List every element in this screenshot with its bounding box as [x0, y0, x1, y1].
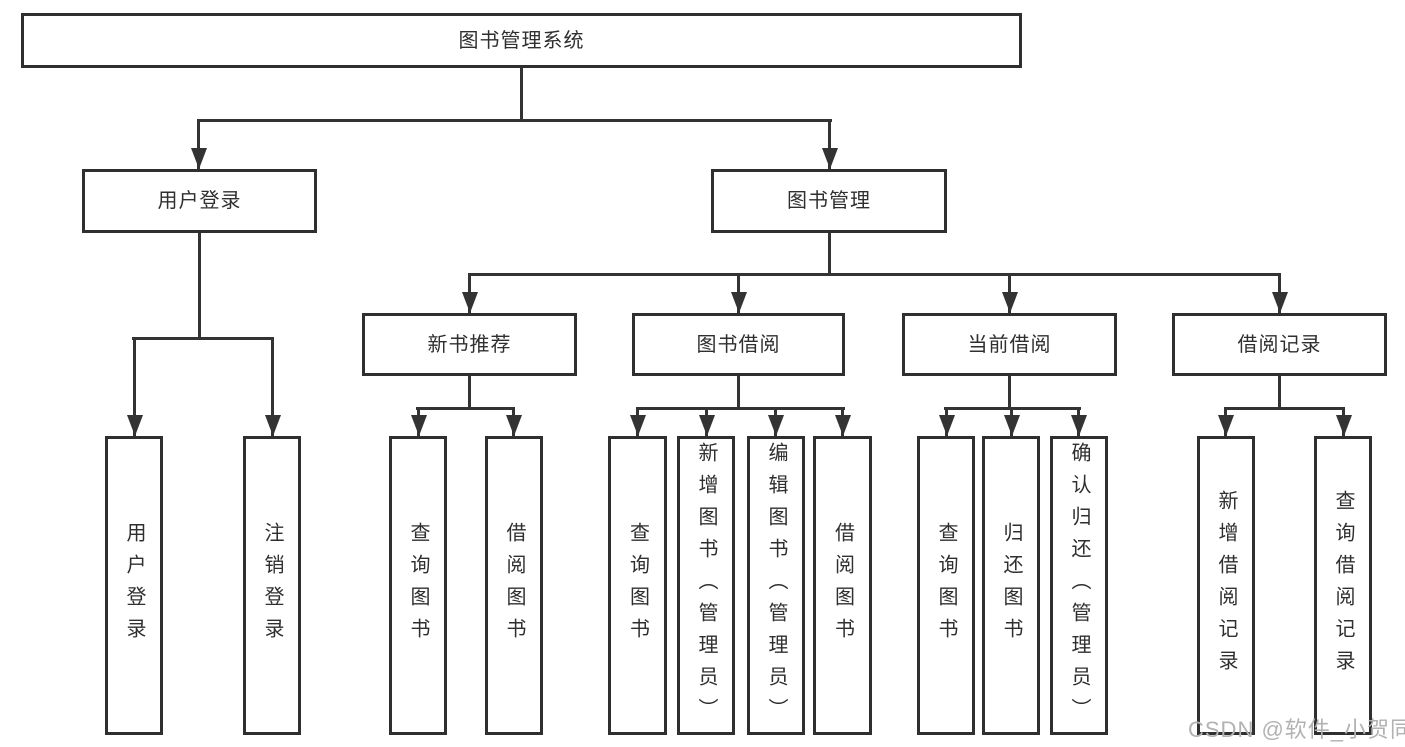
connector-arrow-recommend-query — [417, 407, 420, 436]
connector-arrow-current-borrow — [1008, 273, 1011, 313]
connector-level1-hline — [197, 119, 832, 122]
leaf-recommend-borrow-books: 借阅图书 — [485, 436, 543, 735]
csdn-watermark: CSDN @软件_小贺同学 — [1188, 717, 1405, 742]
leaf-borrow-query-books-label: 查询图书 — [626, 521, 649, 650]
node-current-borrow-label: 当前借阅 — [967, 333, 1052, 356]
node-user-login: 用户登录 — [82, 169, 317, 233]
leaf-user-login-label: 用户登录 — [123, 521, 145, 650]
connector-arrow-current-confirm — [1077, 407, 1080, 436]
node-book-borrow-label: 图书借阅 — [696, 333, 781, 356]
node-current-borrow: 当前借阅 — [902, 313, 1117, 376]
connector-records-hline — [1224, 407, 1345, 410]
connector-arrow-borrow-edit — [774, 407, 777, 436]
connector-arrow-borrow-borrow — [841, 407, 844, 436]
node-root-label: 图书管理系统 — [458, 29, 585, 52]
leaf-borrow-borrow-books: 借阅图书 — [813, 436, 872, 735]
leaf-borrow-borrow-books-label: 借阅图书 — [831, 521, 854, 650]
leaf-user-login: 用户登录 — [105, 436, 163, 735]
leaf-current-confirm-return-admin-label: 确认归还（管理员） — [1068, 441, 1090, 730]
leaf-recommend-query-books: 查询图书 — [389, 436, 447, 735]
connector-recommend-stub — [468, 376, 471, 407]
leaf-borrow-edit-books-admin-label: 编辑图书（管理员） — [765, 441, 787, 730]
node-borrow-records: 借阅记录 — [1172, 313, 1387, 376]
leaf-recommend-query-books-label: 查询图书 — [407, 521, 429, 650]
connector-arrow-current-query — [945, 407, 948, 436]
connector-records-stub — [1278, 376, 1281, 407]
node-book-borrow: 图书借阅 — [632, 313, 845, 376]
connector-arrow-records-add — [1224, 407, 1227, 436]
connector-recommend-hline — [416, 407, 515, 410]
leaf-current-query-books-label: 查询图书 — [935, 521, 957, 650]
connector-arrow-recommend-borrow — [512, 407, 515, 436]
connector-arrow-records-query — [1342, 407, 1345, 436]
connector-book-management-stub — [828, 233, 831, 273]
leaf-records-query-record: 查询借阅记录 — [1314, 436, 1372, 735]
node-new-book-recommend-label: 新书推荐 — [427, 333, 512, 356]
leaf-current-query-books: 查询图书 — [917, 436, 975, 735]
connector-arrow-leaf-user-login — [133, 337, 136, 436]
connector-arrow-book-management — [828, 119, 831, 169]
leaf-logout: 注销登录 — [243, 436, 301, 735]
leaf-records-query-record-label: 查询借阅记录 — [1332, 489, 1354, 682]
node-borrow-records-label: 借阅记录 — [1237, 333, 1322, 356]
connector-borrow-hline — [636, 407, 845, 410]
connector-arrow-current-return — [1010, 407, 1013, 436]
connector-book-management-hline — [468, 273, 1281, 276]
connector-arrow-book-borrow — [737, 273, 740, 313]
node-new-book-recommend: 新书推荐 — [362, 313, 577, 376]
node-book-management-label: 图书管理 — [787, 190, 871, 212]
connector-user-login-hline — [132, 337, 273, 340]
connector-root-stub — [520, 68, 523, 119]
connector-user-login-stub — [198, 233, 201, 337]
connector-arrow-borrow-records — [1278, 273, 1281, 313]
connector-borrow-stub — [737, 376, 740, 407]
leaf-borrow-add-books-admin-label: 新增图书（管理员） — [695, 441, 717, 730]
leaf-recommend-borrow-books-label: 借阅图书 — [503, 521, 525, 650]
node-root: 图书管理系统 — [21, 13, 1022, 68]
connector-current-stub — [1008, 376, 1011, 407]
leaf-borrow-add-books-admin: 新增图书（管理员） — [677, 436, 735, 735]
leaf-current-return-books-label: 归还图书 — [1000, 521, 1022, 650]
leaf-borrow-query-books: 查询图书 — [608, 436, 667, 735]
connector-arrow-user-login — [197, 119, 200, 169]
connector-arrow-new-book-recommend — [468, 273, 471, 313]
node-book-management: 图书管理 — [711, 169, 947, 233]
leaf-records-add-record: 新增借阅记录 — [1197, 436, 1255, 735]
node-user-login-label: 用户登录 — [157, 190, 242, 212]
connector-arrow-leaf-logout — [271, 337, 274, 436]
connector-arrow-borrow-query — [636, 407, 639, 436]
leaf-current-return-books: 归还图书 — [982, 436, 1040, 735]
leaf-logout-label: 注销登录 — [261, 521, 283, 650]
leaf-current-confirm-return-admin: 确认归还（管理员） — [1050, 436, 1108, 735]
connector-arrow-borrow-add — [705, 407, 708, 436]
leaf-borrow-edit-books-admin: 编辑图书（管理员） — [747, 436, 805, 735]
leaf-records-add-record-label: 新增借阅记录 — [1215, 489, 1237, 682]
